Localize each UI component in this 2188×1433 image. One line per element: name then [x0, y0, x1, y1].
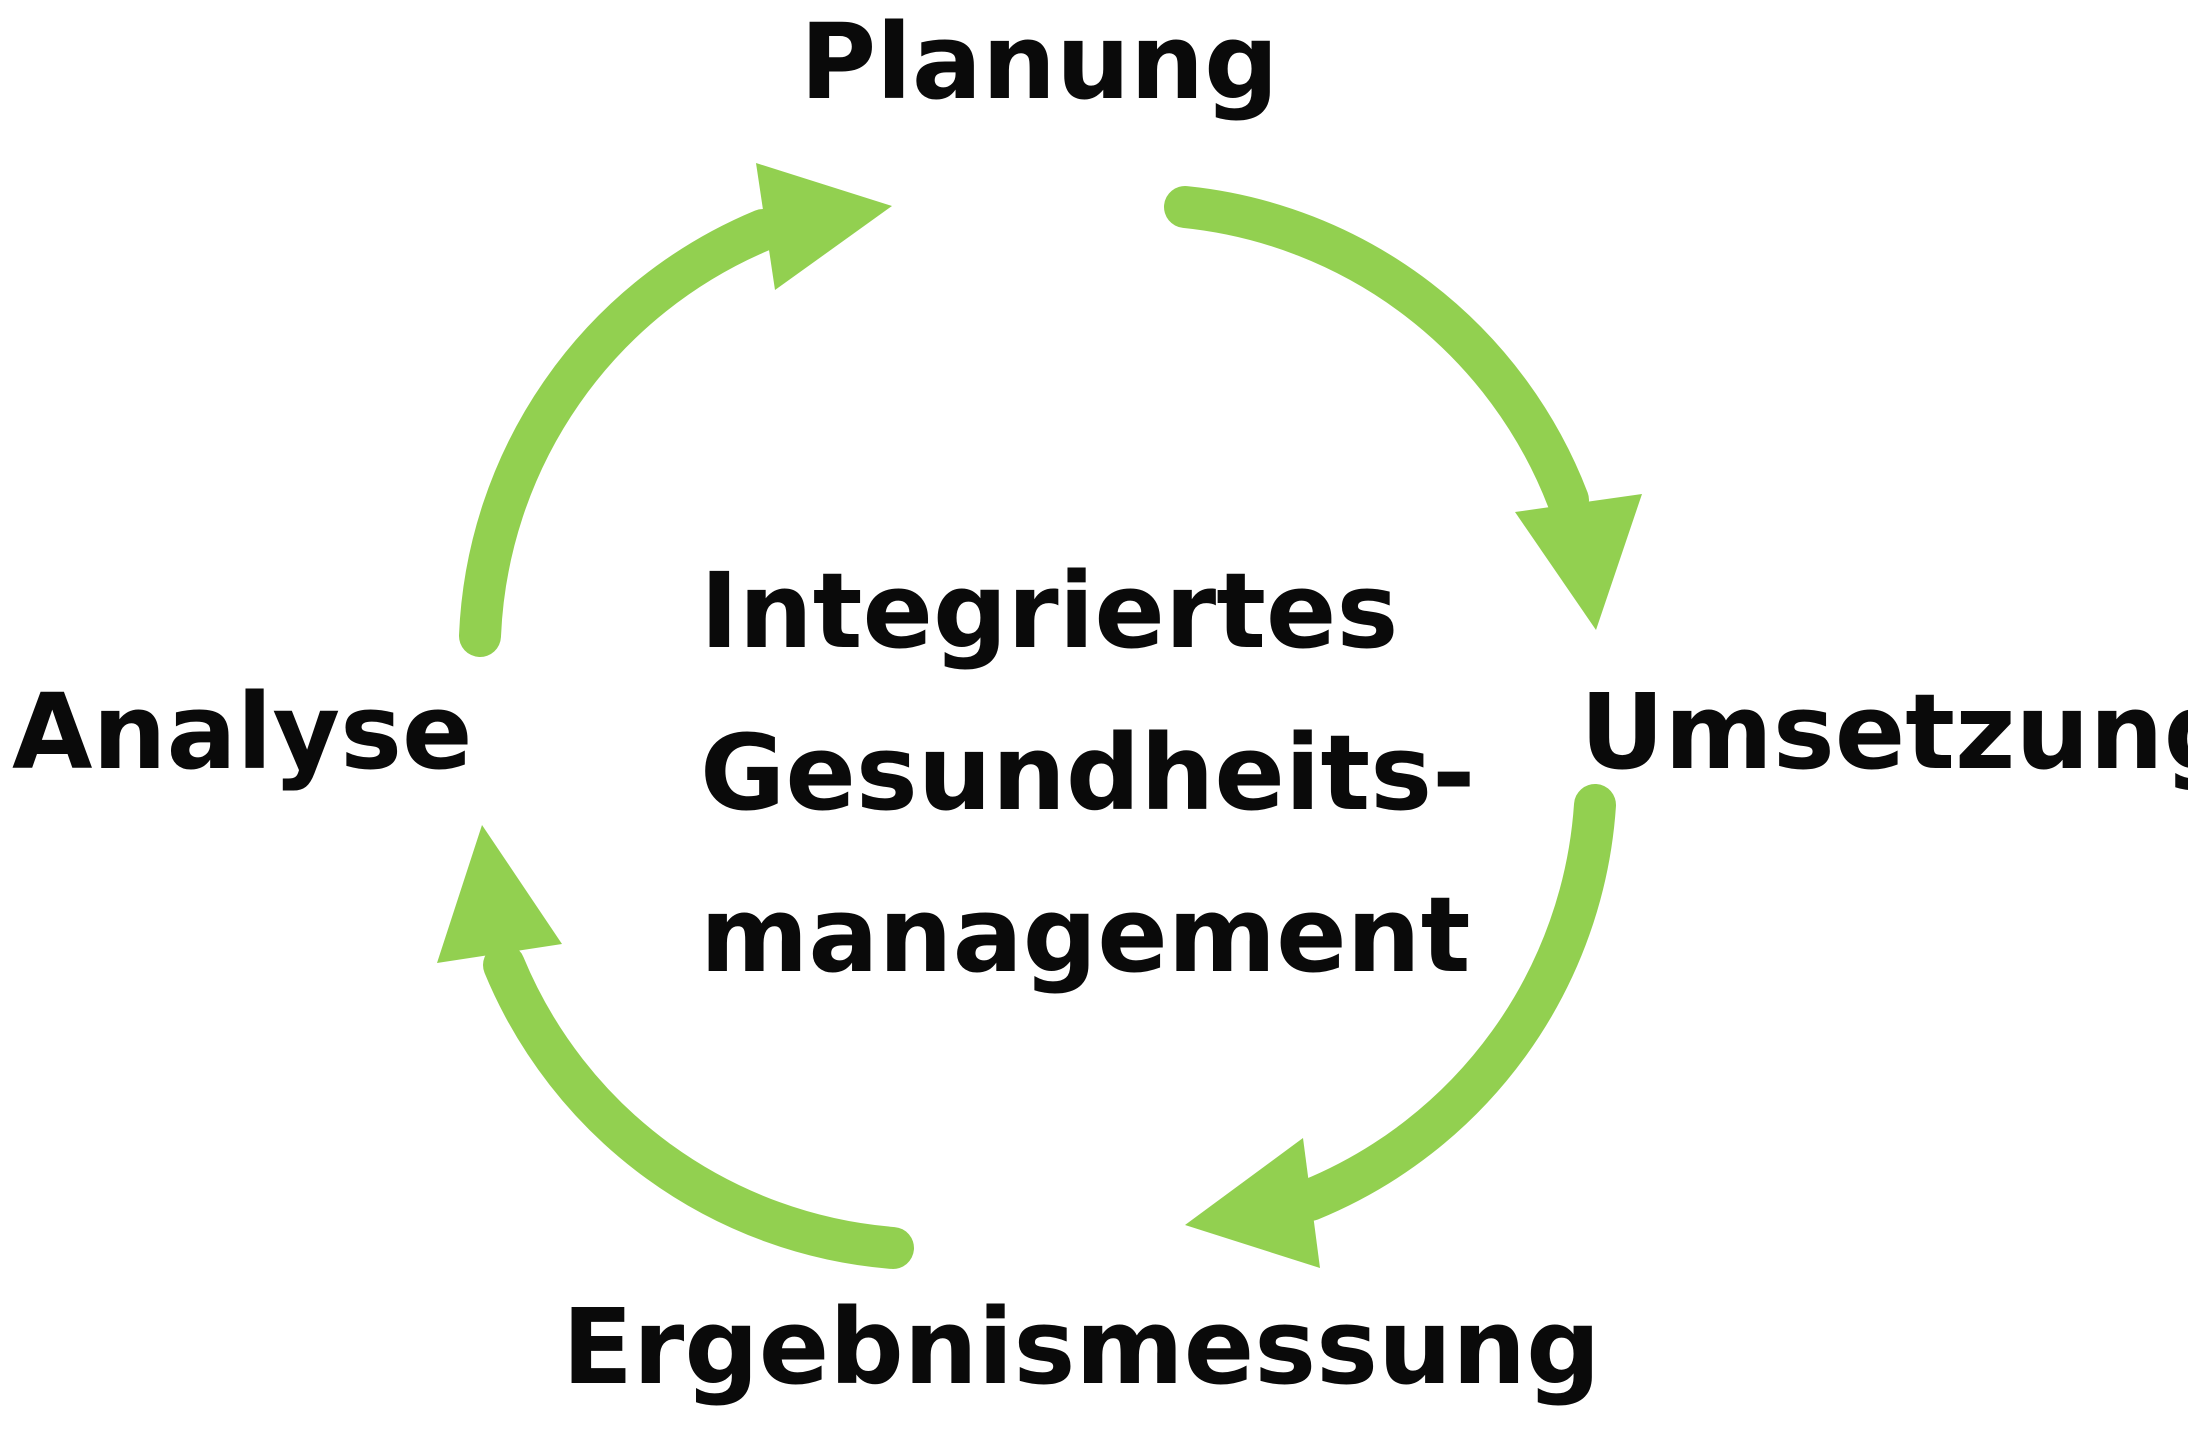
arrowhead	[1515, 494, 1642, 630]
arrowhead	[437, 825, 562, 963]
arrow-shaft	[1289, 784, 1616, 1221]
arrowhead	[756, 163, 892, 290]
arrow-ergebnis-to-analyse	[437, 825, 914, 1269]
stage-umsetzung-label: Umsetzung	[1580, 671, 2188, 793]
stage-planung-label: Planung	[800, 1, 1279, 123]
arrow-umsetzung-to-ergebnis	[1185, 784, 1616, 1268]
arrow-planung-to-umsetzung	[1164, 186, 1642, 630]
center-title-line-3: management	[700, 874, 1471, 996]
arrow-shaft	[459, 209, 784, 657]
center-title: Integriertes Gesundheits- management	[700, 530, 1476, 1016]
stage-analyse-label: Analyse	[12, 671, 473, 793]
center-title-line-1: Integriertes	[700, 550, 1399, 672]
arrow-analyse-to-planung	[459, 163, 892, 657]
arrow-shaft	[483, 944, 914, 1269]
stage-ergebnismessung-label: Ergebnismessung	[562, 1286, 1601, 1408]
center-title-line-2: Gesundheits-	[700, 712, 1476, 834]
arrowhead	[1185, 1138, 1320, 1268]
arrow-shaft	[1164, 186, 1589, 521]
